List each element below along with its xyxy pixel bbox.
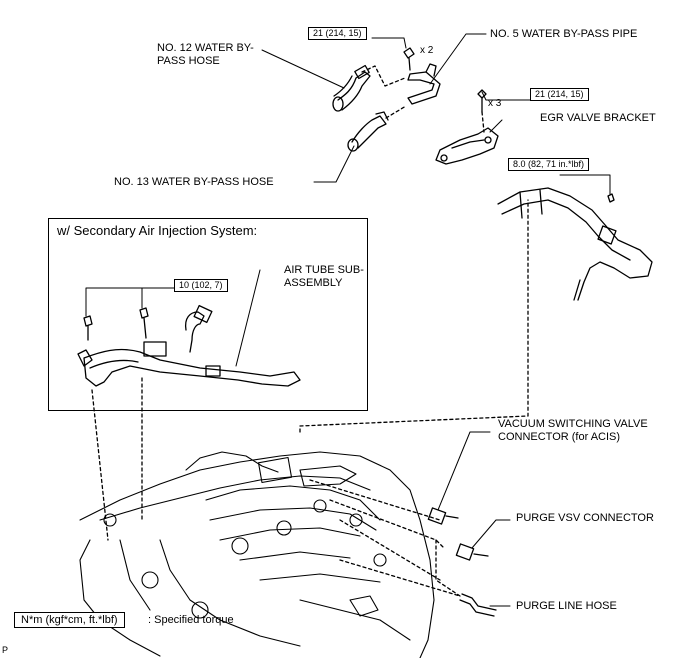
quantity-egr: x 3 [488,98,502,109]
leader-dashes-top [361,65,407,119]
no12-hose-label: NO. 12 WATER BY-PASS HOSE [157,42,254,67]
purge-vsv-label: PURGE VSV CONNECTOR [516,512,654,524]
no13-hose-label: NO. 13 WATER BY-PASS HOSE [114,176,274,188]
torque-legend-box: N*m (kgf*cm, ft.*lbf) [14,612,125,628]
no5-pipe-label: NO. 5 WATER BY-PASS PIPE [490,28,638,40]
vsv-acis-connector-drawing [427,507,459,525]
no13-hose-drawing [347,111,389,152]
inset-frame [48,218,368,411]
leader-dashes-inset [91,377,143,541]
egr-bracket-label: EGR VALVE BRACKET [540,112,656,124]
corner-mark: P [2,645,9,655]
no5-pipe-drawing [403,47,441,105]
bypass-pipe-drawing [497,187,653,301]
torque-box-no5: 21 (214, 15) [308,27,367,40]
torque-box-air: 10 (102, 7) [174,279,228,292]
egr-bracket-drawing [435,89,499,165]
vsv-acis-label: VACUUM SWITCHING VALVE CONNECTOR (for AC… [498,418,648,443]
torque-legend-text: : Specified torque [148,614,234,626]
air-tube-label: AIR TUBE SUB-ASSEMBLY [284,264,364,289]
no12-hose-drawing [332,64,371,112]
torque-box-pipe: 8.0 (82, 71 in.*lbf) [508,158,590,171]
air-tube-drawing [77,304,301,387]
leader-dashes-egr [481,111,485,133]
inset-title: w/ Secondary Air Injection System: [57,223,258,238]
purge-line-hose-drawing [459,593,497,617]
torque-box-egr: 21 (214, 15) [530,88,589,101]
engine-drawing [79,451,435,658]
purge-vsv-connector-drawing [455,543,489,561]
leader-lines [85,33,611,607]
purge-hose-label: PURGE LINE HOSE [516,600,617,612]
quantity-no5: x 2 [420,45,434,56]
leader-dashes-engine [299,199,529,597]
